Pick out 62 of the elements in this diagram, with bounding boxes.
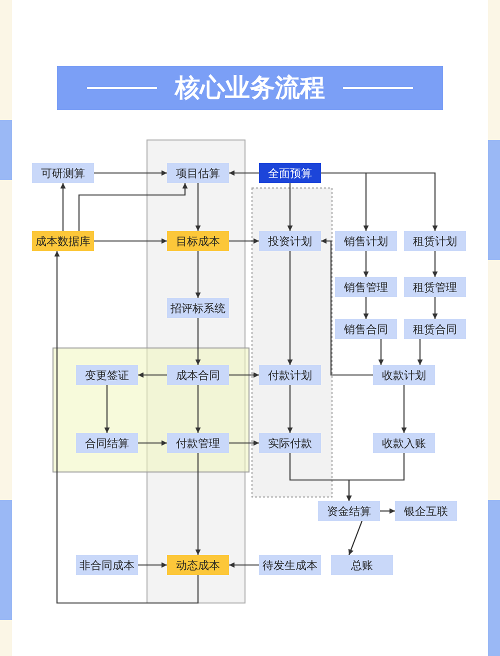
process-box: 成本数据库 (32, 231, 94, 251)
arrow (138, 372, 167, 378)
arrow (195, 251, 201, 298)
process-box: 总账 (331, 555, 393, 575)
arrow (195, 183, 201, 231)
arrow (229, 170, 259, 176)
arrow (380, 508, 395, 514)
process-box: 实际付款 (259, 433, 321, 453)
arrow (432, 251, 438, 277)
arrow (287, 385, 293, 433)
title: 核心业务流程 (175, 72, 325, 104)
process-box: 销售合同 (335, 319, 397, 339)
arrow (363, 251, 369, 277)
process-box: 收款入账 (373, 433, 435, 453)
arrow (363, 297, 369, 319)
arrow (138, 440, 167, 446)
arrow (60, 183, 66, 231)
arrow (94, 238, 167, 244)
arrow (104, 385, 110, 433)
process-box: 销售管理 (335, 277, 397, 297)
process-box: 租赁管理 (404, 277, 466, 297)
arrow (321, 238, 373, 376)
arrow (348, 520, 363, 556)
process-box: 项目估算 (167, 163, 229, 183)
arrow (54, 251, 199, 604)
process-box: 合同结算 (76, 433, 138, 453)
process-box: 付款管理 (167, 433, 229, 453)
arrow (195, 318, 201, 365)
process-box: 租赁计划 (404, 231, 466, 251)
process-box: 全面预算 (259, 163, 321, 183)
process-box: 目标成本 (167, 231, 229, 251)
process-box: 变更签证 (76, 365, 138, 385)
arrow (195, 385, 201, 433)
arrow (287, 183, 293, 231)
process-box: 银企互联 (395, 501, 457, 521)
arrow (401, 385, 407, 433)
process-box: 租赁合同 (404, 319, 466, 339)
arrow (432, 297, 438, 319)
process-box: 收款计划 (373, 365, 435, 385)
arrow (195, 453, 201, 555)
arrow (94, 170, 167, 176)
arrow (78, 183, 188, 231)
arrow (346, 453, 405, 501)
process-box: 可研测算 (32, 163, 94, 183)
arrow (229, 372, 259, 378)
arrow (138, 562, 167, 568)
process-box: 非合同成本 (76, 555, 138, 575)
process-box: 动态成本 (167, 555, 229, 575)
process-box: 招评标系统 (167, 298, 229, 318)
process-box: 投资计划 (259, 231, 321, 251)
process-box: 资金结算 (318, 501, 380, 521)
arrow (378, 339, 384, 365)
process-box: 待发生成本 (259, 555, 321, 575)
arrow (229, 238, 259, 244)
arrow (287, 251, 293, 365)
process-box: 付款计划 (259, 365, 321, 385)
arrow (417, 339, 423, 365)
arrow (321, 172, 438, 231)
arrow (229, 440, 259, 446)
process-box: 成本合同 (167, 365, 229, 385)
arrow (229, 562, 259, 568)
process-box: 销售计划 (335, 231, 397, 251)
